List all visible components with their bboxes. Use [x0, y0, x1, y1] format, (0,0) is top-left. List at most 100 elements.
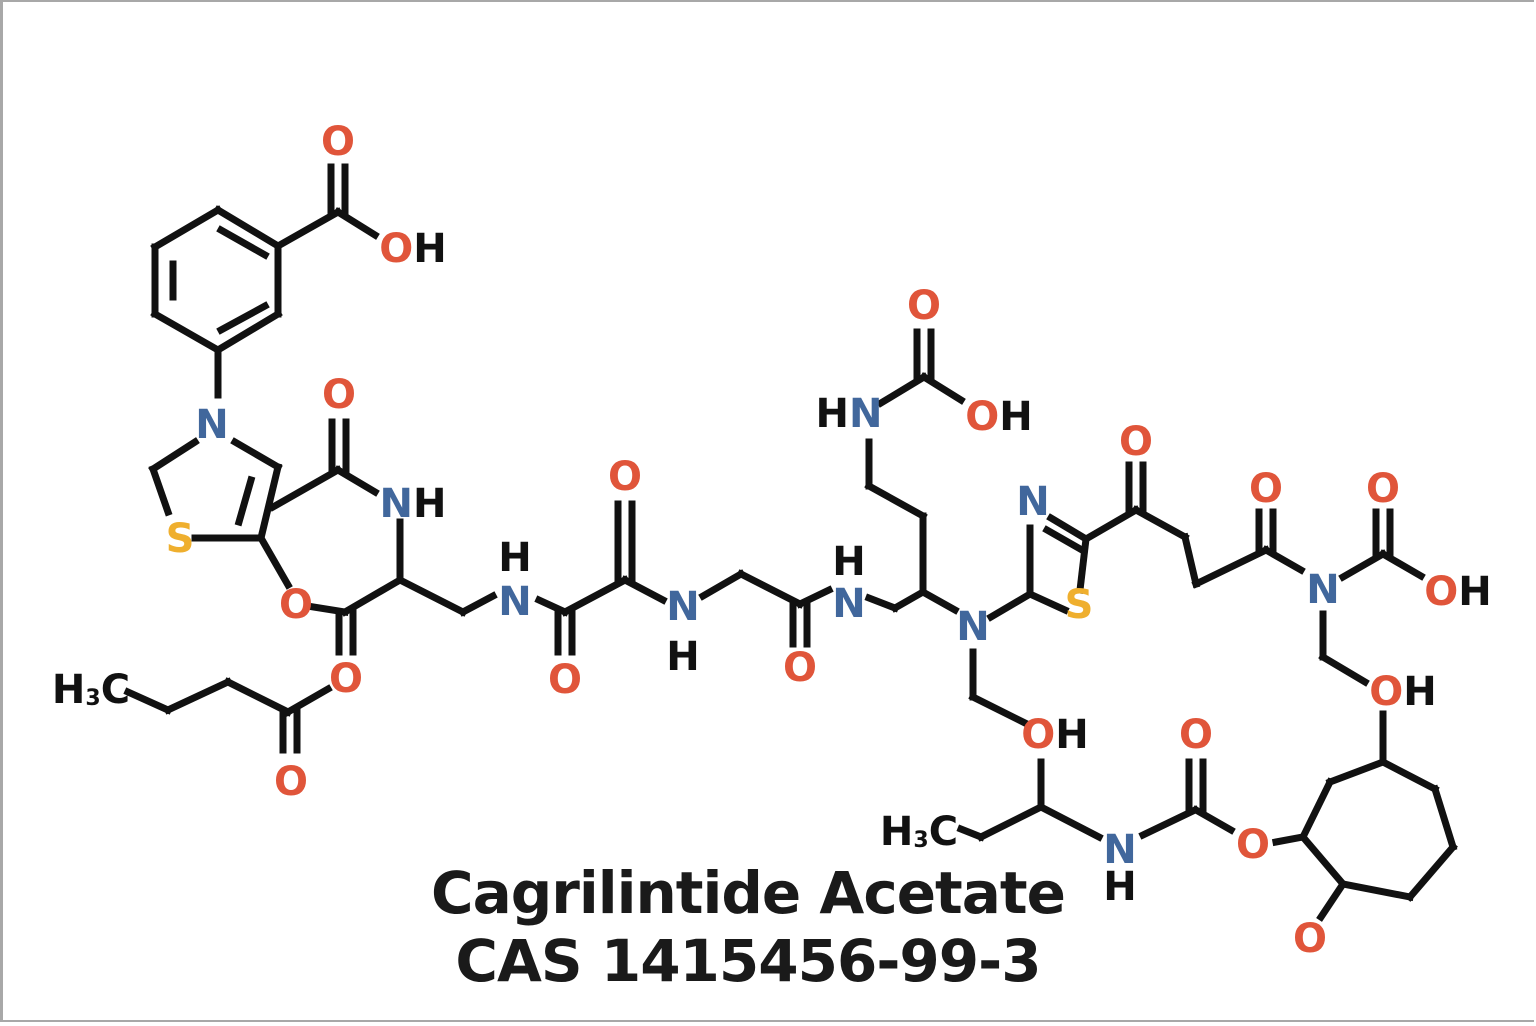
bond-line [956, 824, 986, 842]
bond-line [1378, 757, 1440, 794]
bond-line [1138, 805, 1200, 840]
atom-symbol: O [1118, 419, 1154, 465]
atom-label-o-ester2: O [329, 659, 363, 699]
bond-line [976, 802, 1046, 842]
atom-label-h-nh3: H [666, 637, 699, 677]
atom-symbol: H [1458, 569, 1492, 615]
atom-symbol: N [849, 391, 883, 437]
atom-symbol: O [1178, 712, 1214, 758]
bond-line [123, 687, 173, 715]
bond-line [163, 677, 233, 715]
bond-line [864, 593, 900, 613]
atom-symbol: O [273, 759, 309, 805]
bond-line [273, 207, 343, 251]
atom-symbol: H [879, 809, 914, 855]
bond-line [1298, 777, 1335, 842]
bond-line [968, 692, 1032, 729]
atom-label-s-thz: S [1065, 585, 1094, 625]
bond-line [1191, 805, 1236, 835]
bond-line [213, 205, 283, 251]
atom-symbol: N [832, 581, 866, 627]
bond-line [1325, 757, 1388, 787]
atom-label-oh-acid-right: OH [1424, 572, 1492, 612]
atom-symbol: O [906, 283, 942, 329]
bond-line [268, 465, 343, 512]
atom-label-h3c-left: H3C [52, 670, 130, 710]
bond-line [230, 437, 283, 472]
bond-line [1338, 879, 1415, 902]
bond-line [216, 301, 270, 335]
bond-line [1042, 525, 1087, 555]
atom-symbol: O [1235, 822, 1271, 868]
atom-label-h3c-lower: H3C [880, 812, 958, 852]
bond-line [458, 591, 498, 617]
atom-label-h-nh4: H [832, 542, 865, 582]
atom-symbol: O [607, 454, 643, 500]
atom-symbol: H [999, 394, 1033, 440]
bond-line [234, 475, 256, 527]
atom-symbol: N [498, 579, 532, 625]
atom-symbol: H [413, 226, 447, 272]
atom-symbol: O [320, 119, 356, 165]
bond-line [1338, 549, 1388, 582]
atom-symbol: C [100, 667, 131, 713]
atom-symbol: O [1292, 916, 1328, 962]
bond-line [213, 309, 283, 355]
atom-label-h-nh2: H [498, 538, 531, 578]
atom-symbol: 3 [913, 828, 929, 853]
compound-name: Cagrilintide Acetate [431, 859, 1066, 927]
atom-symbol: O [278, 582, 314, 628]
atom-symbol: S [165, 516, 195, 562]
bond-line [340, 575, 405, 617]
atom-label-nh-amide1: NH [380, 484, 447, 524]
cas-number: CAS 1415456-99-3 [455, 927, 1041, 995]
atom-symbol: N [666, 584, 700, 630]
atom-label-oh-right-mid: OH [1369, 672, 1437, 712]
atom-label-o-amide1: O [322, 375, 356, 415]
atom-symbol: H [1055, 712, 1089, 758]
bond-line [302, 601, 350, 617]
bond-line [150, 309, 223, 355]
atom-label-o-carb-top: O [907, 286, 941, 326]
atom-symbol: O [965, 394, 1000, 440]
bond-line [1261, 545, 1306, 575]
atom-symbol: 3 [85, 686, 101, 711]
atom-symbol: O [1365, 466, 1401, 512]
atom-symbol: H [832, 539, 866, 585]
atom-label-o-butyl: O [274, 762, 308, 802]
atom-symbol: S [1064, 582, 1094, 628]
bond-line [698, 569, 746, 601]
atom-symbol: H [413, 481, 447, 527]
atom-label-o-oxal-top: O [608, 457, 642, 497]
bond-line [1298, 832, 1348, 889]
bond-line [223, 677, 293, 717]
atom-symbol: O [1369, 669, 1404, 715]
atom-symbol: H [1403, 669, 1437, 715]
atom-label-o-acid-top: O [1366, 469, 1400, 509]
atom-label-o-carbamate: O [1179, 715, 1213, 755]
bond-line [919, 372, 966, 405]
atom-symbol: O [1021, 712, 1056, 758]
atom-label-oh-carb: OH [965, 397, 1033, 437]
bond-line [795, 585, 834, 609]
atom-label-n-nh2: N [498, 582, 531, 622]
atom-symbol: N [1016, 479, 1050, 525]
bond-line [1131, 505, 1190, 542]
bond-line [283, 684, 333, 717]
atom-label-o-ester: O [279, 585, 313, 625]
atom-label-o-keto2: O [1249, 469, 1283, 509]
atom-symbol: O [782, 645, 818, 691]
bond-line [1405, 842, 1458, 902]
atom-label-o-benz-top: O [321, 122, 355, 162]
bond-line [148, 464, 173, 517]
atom-label-oh-mid: OH [1021, 715, 1089, 755]
bond-line [1271, 832, 1308, 847]
bond-line [1191, 545, 1271, 589]
bond-line [864, 481, 928, 521]
atom-symbol: N [1306, 567, 1340, 613]
atom-symbol: C [928, 809, 959, 855]
bond-line [1180, 532, 1201, 589]
atom-label-n-nh4: N [832, 584, 865, 624]
atom-symbol: O [379, 226, 414, 272]
atom-symbol: N [956, 604, 990, 650]
